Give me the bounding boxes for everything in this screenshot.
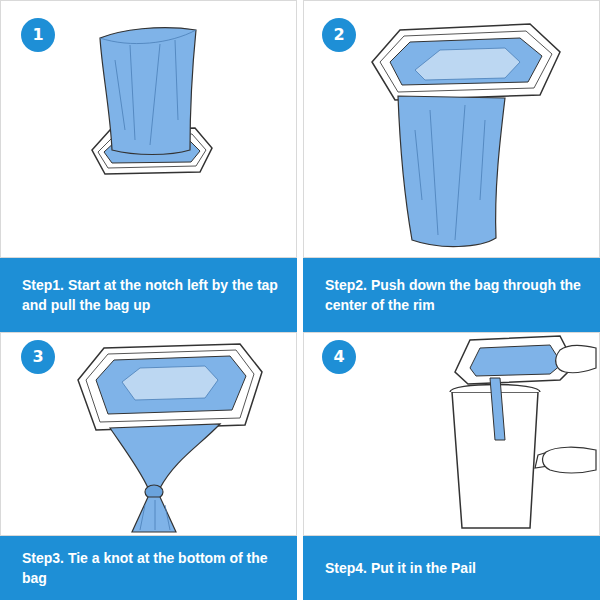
panel-frame — [1, 333, 297, 536]
step-number: 4 — [333, 348, 344, 366]
instruction-band: Step4. Put it in the Pail — [303, 536, 600, 600]
diaper-pail — [450, 336, 596, 528]
step-number-badge: 4 — [322, 340, 356, 374]
step-number-badge: 3 — [21, 340, 55, 374]
step-instruction: Step4. Put it in the Pail — [325, 558, 476, 578]
step-instruction: Step3. Tie a knot at the bottom of the b… — [22, 548, 283, 588]
step-number: 3 — [32, 348, 43, 366]
step-number: 1 — [32, 26, 43, 44]
rim-with-knotted-bag — [78, 344, 262, 532]
step-number: 2 — [333, 26, 344, 44]
panel-frame — [304, 333, 600, 536]
step-number-badge: 2 — [322, 18, 356, 52]
rim-with-bag-up — [92, 28, 212, 174]
step-number-badge: 1 — [21, 18, 55, 52]
instruction-band: Step3. Tie a knot at the bottom of the b… — [0, 536, 297, 600]
panel-frame — [1, 1, 297, 258]
rim-with-bag-down — [372, 24, 560, 247]
instruction-band: Step2. Push down the bag through the cen… — [303, 258, 600, 332]
panel-frame — [304, 1, 600, 258]
step-instruction: Step2. Push down the bag through the cen… — [325, 275, 586, 315]
instruction-band: Step1. Start at the notch left by the ta… — [0, 258, 297, 332]
step-instruction: Step1. Start at the notch left by the ta… — [22, 275, 283, 315]
